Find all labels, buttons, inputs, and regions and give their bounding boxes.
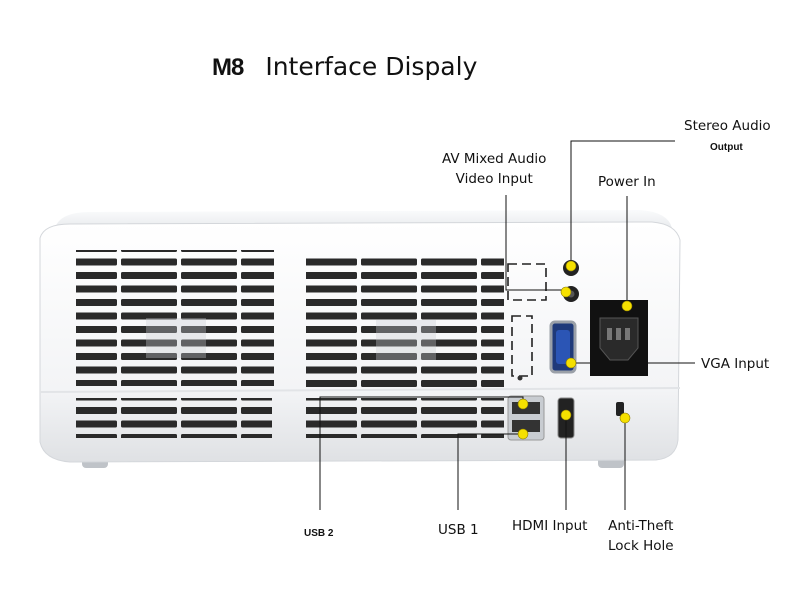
label-usb1: USB 1 (438, 522, 479, 538)
label-usb2: USB 2 (304, 528, 334, 539)
label-av-input: AV Mixed Audio Video Input (442, 149, 546, 189)
indicator-dot (517, 375, 523, 381)
marker-lock-hole (619, 412, 631, 424)
vent-grille-left (76, 250, 274, 386)
label-vga-input: VGA Input (701, 356, 770, 372)
power-socket (590, 300, 648, 376)
marker-hdmi (560, 409, 572, 421)
title-text: Interface Dispaly (265, 52, 478, 81)
lock-hole (616, 402, 624, 416)
label-anti-theft: Anti-Theft Lock Hole (608, 516, 674, 556)
label-hdmi-input: HDMI Input (512, 518, 588, 534)
label-stereo-audio-output: Output (710, 142, 743, 153)
model-name: M8 (212, 54, 244, 81)
label-av-input-line2: Video Input (455, 171, 533, 187)
port-panel (507, 263, 547, 377)
label-anti-theft-line2: Lock Hole (608, 538, 674, 554)
page-title: M8 Interface Dispaly (212, 52, 477, 82)
label-power-in: Power In (598, 174, 656, 190)
label-anti-theft-line1: Anti-Theft (608, 518, 674, 534)
marker-power-in (621, 300, 633, 312)
marker-vga (565, 357, 577, 369)
vent-lower (76, 398, 504, 438)
label-stereo-audio: Stereo Audio (684, 116, 771, 136)
marker-stereo-audio (565, 260, 577, 272)
label-stereo-audio-line1: Stereo Audio (684, 118, 771, 134)
marker-usb2 (517, 398, 529, 410)
marker-usb1 (517, 428, 529, 440)
vent-grille-right (306, 258, 504, 388)
label-av-input-line1: AV Mixed Audio (442, 151, 547, 167)
callout-markers (517, 260, 633, 440)
marker-av-input (560, 286, 572, 298)
